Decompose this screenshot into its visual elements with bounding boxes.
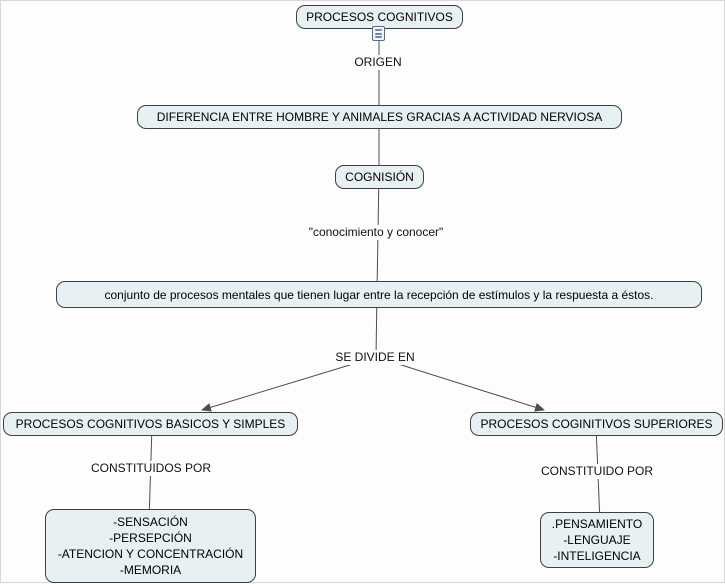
list-item: -ATENCION Y CONCENTRACIÓN (57, 547, 244, 561)
link-label-conocimiento-y-conocer[interactable]: "conocimiento y conocer" (304, 225, 448, 240)
node-lista-procesos-superiores[interactable]: .PENSAMIENTO -LENGUAJE -INTELIGENCIA (540, 512, 654, 568)
node-cognision[interactable]: COGNISIÓN (335, 165, 424, 189)
list-item: -PERSEPCIÓN (109, 531, 192, 545)
node-procesos-cognitivos[interactable]: PROCESOS COGNITIVOS (296, 5, 463, 29)
resource-icon-line (375, 32, 382, 35)
link-label-se-divide-en[interactable]: SE DIVIDE EN (331, 350, 419, 365)
list-item: -SENSACIÓN (113, 515, 188, 529)
list-item: -MEMORIA (119, 563, 182, 577)
node-definicion-procesos-mentales[interactable]: conjunto de procesos mentales que tienen… (56, 281, 702, 308)
list-item: -LENGUAJE (563, 533, 631, 547)
node-diferencia-hombre-animales[interactable]: DIFERENCIA ENTRE HOMBRE Y ANIMALES GRACI… (137, 105, 622, 129)
resource-icon[interactable] (372, 26, 385, 41)
link-label-constituido-por[interactable]: CONSTITUIDO POR (536, 464, 658, 479)
resource-icon-line (375, 29, 382, 32)
link-label-constituidos-por[interactable]: CONSTITUIDOS POR (86, 461, 216, 476)
node-procesos-basicos-simples[interactable]: PROCESOS COGNITIVOS BASICOS Y SIMPLES (3, 412, 298, 436)
link-label-origen[interactable]: ORIGEN (350, 55, 406, 70)
node-lista-procesos-basicos[interactable]: -SENSACIÓN -PERSEPCIÓN -ATENCION Y CONCE… (45, 509, 256, 583)
list-item: .PENSAMIENTO (551, 517, 643, 531)
node-procesos-superiores[interactable]: PROCESOS COGINITIVOS SUPERIORES (470, 412, 723, 436)
list-item: -INTELIGENCIA (553, 549, 641, 563)
resource-icon-line (375, 35, 382, 38)
